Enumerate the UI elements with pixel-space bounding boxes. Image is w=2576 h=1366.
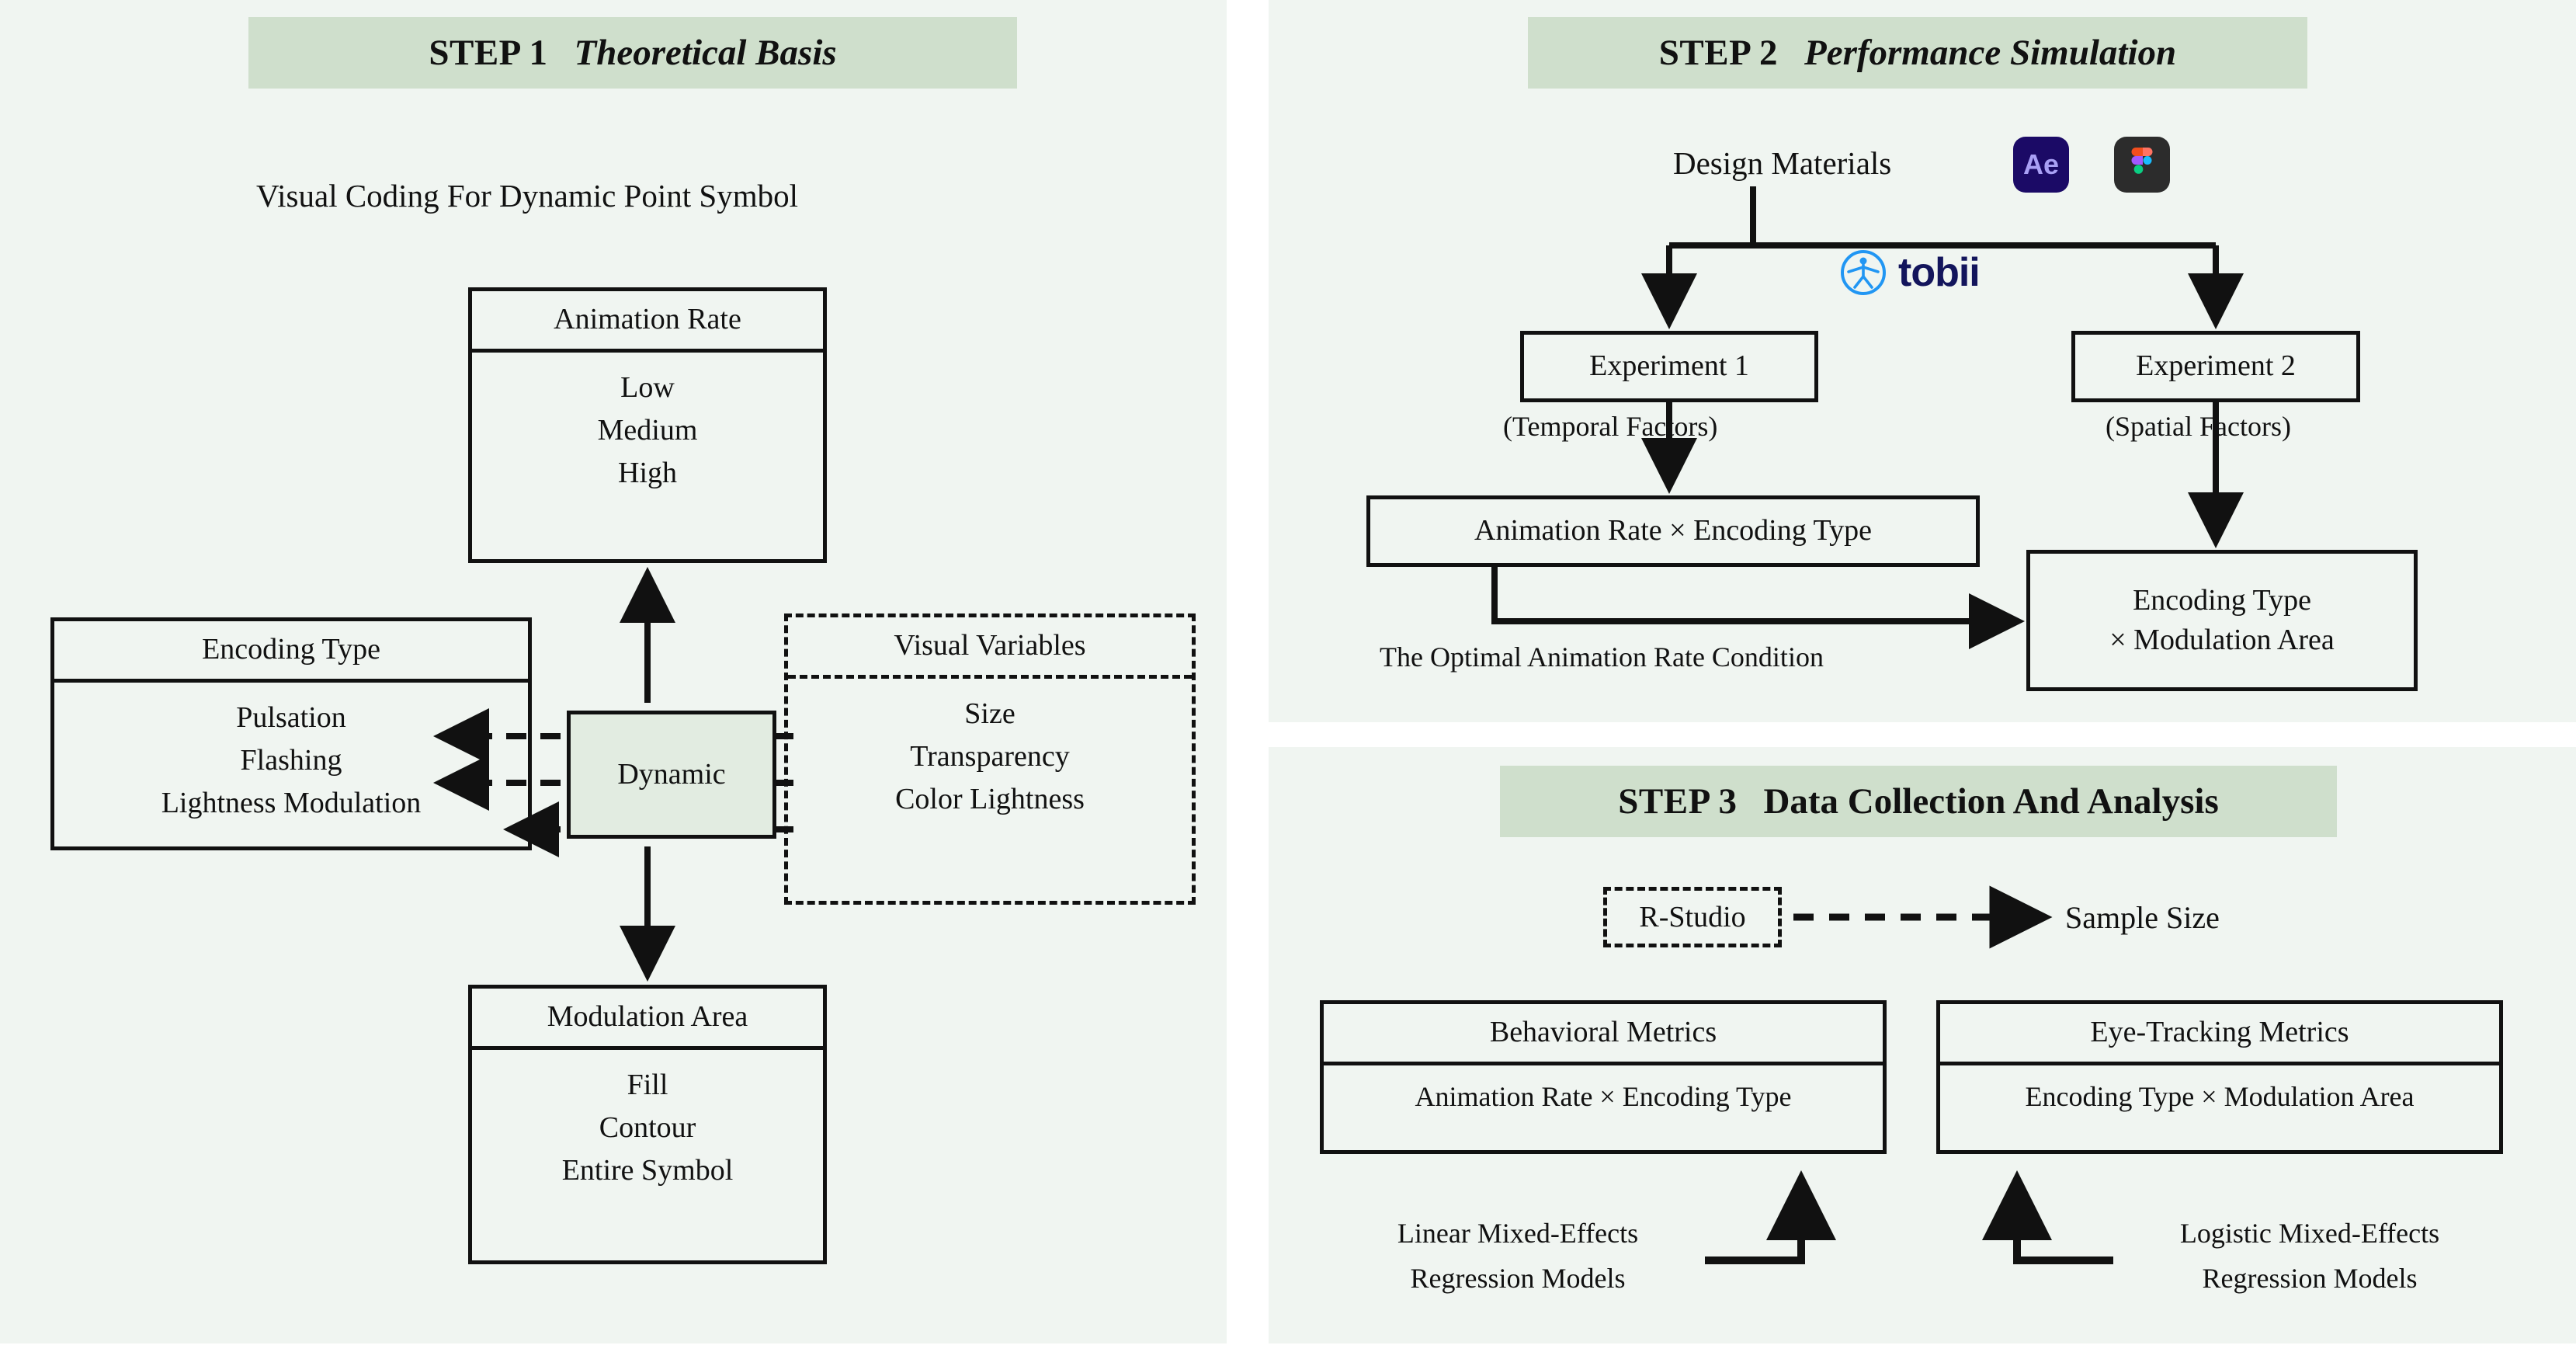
design-materials-label: Design Materials [1673, 145, 1892, 181]
visual-variables-header: Visual Variables [788, 617, 1192, 679]
modulation-area-header: Modulation Area [472, 989, 823, 1050]
modulation-area-items: Fill Contour Entire Symbol [561, 1069, 734, 1187]
behavioral-metrics-body: Animation Rate × Encoding Type [1415, 1081, 1792, 1112]
step-3-title: Data Collection And Analysis [1763, 781, 2219, 822]
experiment-2-factors-label: (Spatial Factors) [2106, 411, 2291, 442]
step-1-subtitle: Visual Coding For Dynamic Point Symbol [256, 178, 798, 214]
encoding-type-items: Pulsation Flashing Lightness Modulation [161, 701, 422, 820]
r-studio-box: R-Studio [1603, 887, 1782, 947]
tobii-vitruvian-icon [1841, 250, 1886, 295]
step-3-number: STEP 3 [1618, 781, 1738, 822]
encoding-type-header: Encoding Type [54, 621, 528, 683]
step-2-title: Performance Simulation [1804, 33, 2177, 73]
logistic-model-label: Logistic Mixed-Effects Regression Models [2179, 1218, 2440, 1294]
after-effects-glyph: Ae [2013, 137, 2069, 193]
step-2-number: STEP 2 [1658, 33, 1778, 73]
experiment-1-factors-label: (Temporal Factors) [1503, 411, 1718, 442]
step-1-number: STEP 1 [429, 33, 548, 73]
behavioral-metrics-header: Behavioral Metrics [1324, 1004, 1883, 1065]
modulation-area-box: Modulation Area Fill Contour Entire Symb… [468, 985, 827, 1264]
step-3-header: STEP 3 Data Collection And Analysis [1500, 766, 2337, 837]
figma-glyph [2114, 137, 2170, 193]
encoding-type-x-modulation-area-box: Encoding Type × Modulation Area [2026, 550, 2418, 691]
dynamic-box: Dynamic [567, 711, 776, 839]
eye-tracking-metrics-body: Encoding Type × Modulation Area [2025, 1081, 2415, 1112]
animation-rate-header: Animation Rate [472, 291, 823, 353]
step-2-header: STEP 2 Performance Simulation [1528, 17, 2307, 89]
step-1-title: Theoretical Basis [574, 33, 837, 73]
after-effects-icon: Ae [2013, 137, 2069, 193]
step-1-header: STEP 1 Theoretical Basis [248, 17, 1017, 89]
experiment-2-box: Experiment 2 [2071, 331, 2360, 402]
sample-size-label: Sample Size [2065, 900, 2220, 935]
eye-tracking-metrics-header: Eye-Tracking Metrics [1940, 1004, 2499, 1065]
eye-tracking-metrics-box: Eye-Tracking Metrics Encoding Type × Mod… [1936, 1000, 2503, 1154]
tobii-wordmark: tobii [1898, 250, 1981, 295]
behavioral-metrics-box: Behavioral Metrics Animation Rate × Enco… [1320, 1000, 1887, 1154]
encoding-type-box: Encoding Type Pulsation Flashing Lightne… [50, 617, 532, 850]
tobii-logo: tobii [1835, 247, 1984, 298]
figma-shape-icon [2131, 148, 2153, 174]
experiment-1-box: Experiment 1 [1520, 331, 1818, 402]
animation-rate-x-encoding-type-box: Animation Rate × Encoding Type [1366, 495, 1980, 567]
visual-variables-items: Size Transparency Color Lightness [895, 697, 1085, 816]
animation-rate-items: Low Medium High [597, 371, 698, 490]
optimal-condition-label: The Optimal Animation Rate Condition [1380, 641, 1824, 673]
figma-icon [2114, 137, 2170, 193]
linear-model-label: Linear Mixed-Effects Regression Models [1397, 1218, 1639, 1294]
visual-variables-box: Visual Variables Size Transparency Color… [784, 613, 1196, 905]
animation-rate-box: Animation Rate Low Medium High [468, 287, 827, 563]
